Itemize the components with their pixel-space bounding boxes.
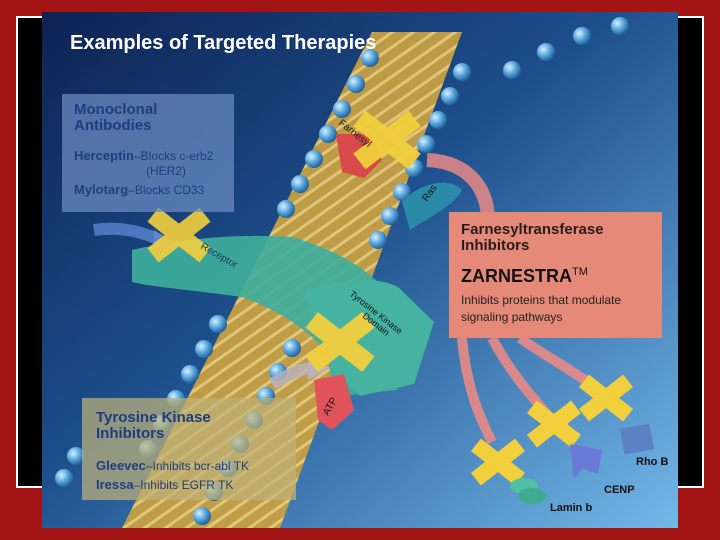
tki-heading-line1: Tyrosine Kinase: [96, 410, 211, 426]
targeted-therapies-figure: Farnesyl Ras Receptor Tyrosine Kinase Do…: [42, 12, 678, 528]
gleevec-name: Gleevec: [96, 458, 146, 473]
herceptin-row: Herceptin–Blocks c-erb2: [74, 148, 213, 163]
herceptin-desc-2: (HER2): [146, 164, 186, 178]
tki-heading: Tyrosine Kinase Inhibitors: [96, 410, 211, 442]
monoclonal-heading-line1: Monoclonal: [74, 102, 157, 118]
zarnestra-label: ZARNESTRATM: [461, 266, 588, 287]
monoclonal-heading-line2: Antibodies: [74, 118, 157, 134]
tki-heading-line2: Inhibitors: [96, 426, 211, 442]
trademark-mark: TM: [572, 266, 588, 278]
fti-heading-line1: Farnesyltransferase: [461, 222, 604, 238]
herceptin-name: Herceptin: [74, 148, 134, 163]
figure-title: Examples of Targeted Therapies: [70, 32, 376, 55]
herceptin-desc: –Blocks c-erb2: [134, 149, 213, 163]
iressa-row: Iressa–Inhibits EGFR TK: [96, 477, 233, 492]
mylotarg-row: Mylotarg–Blocks CD33: [74, 182, 204, 197]
mylotarg-name: Mylotarg: [74, 182, 128, 197]
label-cenp: CENP: [604, 484, 635, 496]
iressa-name: Iressa: [96, 477, 134, 492]
gleevec-row: Gleevec–Inhibits bcr-abl TK: [96, 458, 249, 473]
iressa-desc: –Inhibits EGFR TK: [134, 478, 234, 492]
zarnestra-name: ZARNESTRA: [461, 266, 572, 286]
mylotarg-desc: –Blocks CD33: [128, 183, 204, 197]
gleevec-desc: –Inhibits bcr-abl TK: [146, 459, 249, 473]
rho-b-protein: [620, 424, 654, 455]
label-rho-b: Rho B: [636, 456, 668, 468]
farnesyltransferase-inhibitors-box: Farnesyltransferase Inhibitors ZARNESTRA…: [449, 212, 662, 338]
label-lamin-b: Lamin b: [550, 502, 592, 514]
monoclonal-heading: Monoclonal Antibodies: [74, 102, 157, 134]
monoclonal-antibodies-box: Monoclonal Antibodies Herceptin–Blocks c…: [62, 94, 234, 212]
fti-heading-line2: Inhibitors: [461, 238, 604, 254]
fti-heading: Farnesyltransferase Inhibitors: [461, 222, 604, 254]
tyrosine-kinase-inhibitors-box: Tyrosine Kinase Inhibitors Gleevec–Inhib…: [82, 398, 296, 500]
fti-description: Inhibits proteins that modulate signalin…: [461, 292, 656, 326]
